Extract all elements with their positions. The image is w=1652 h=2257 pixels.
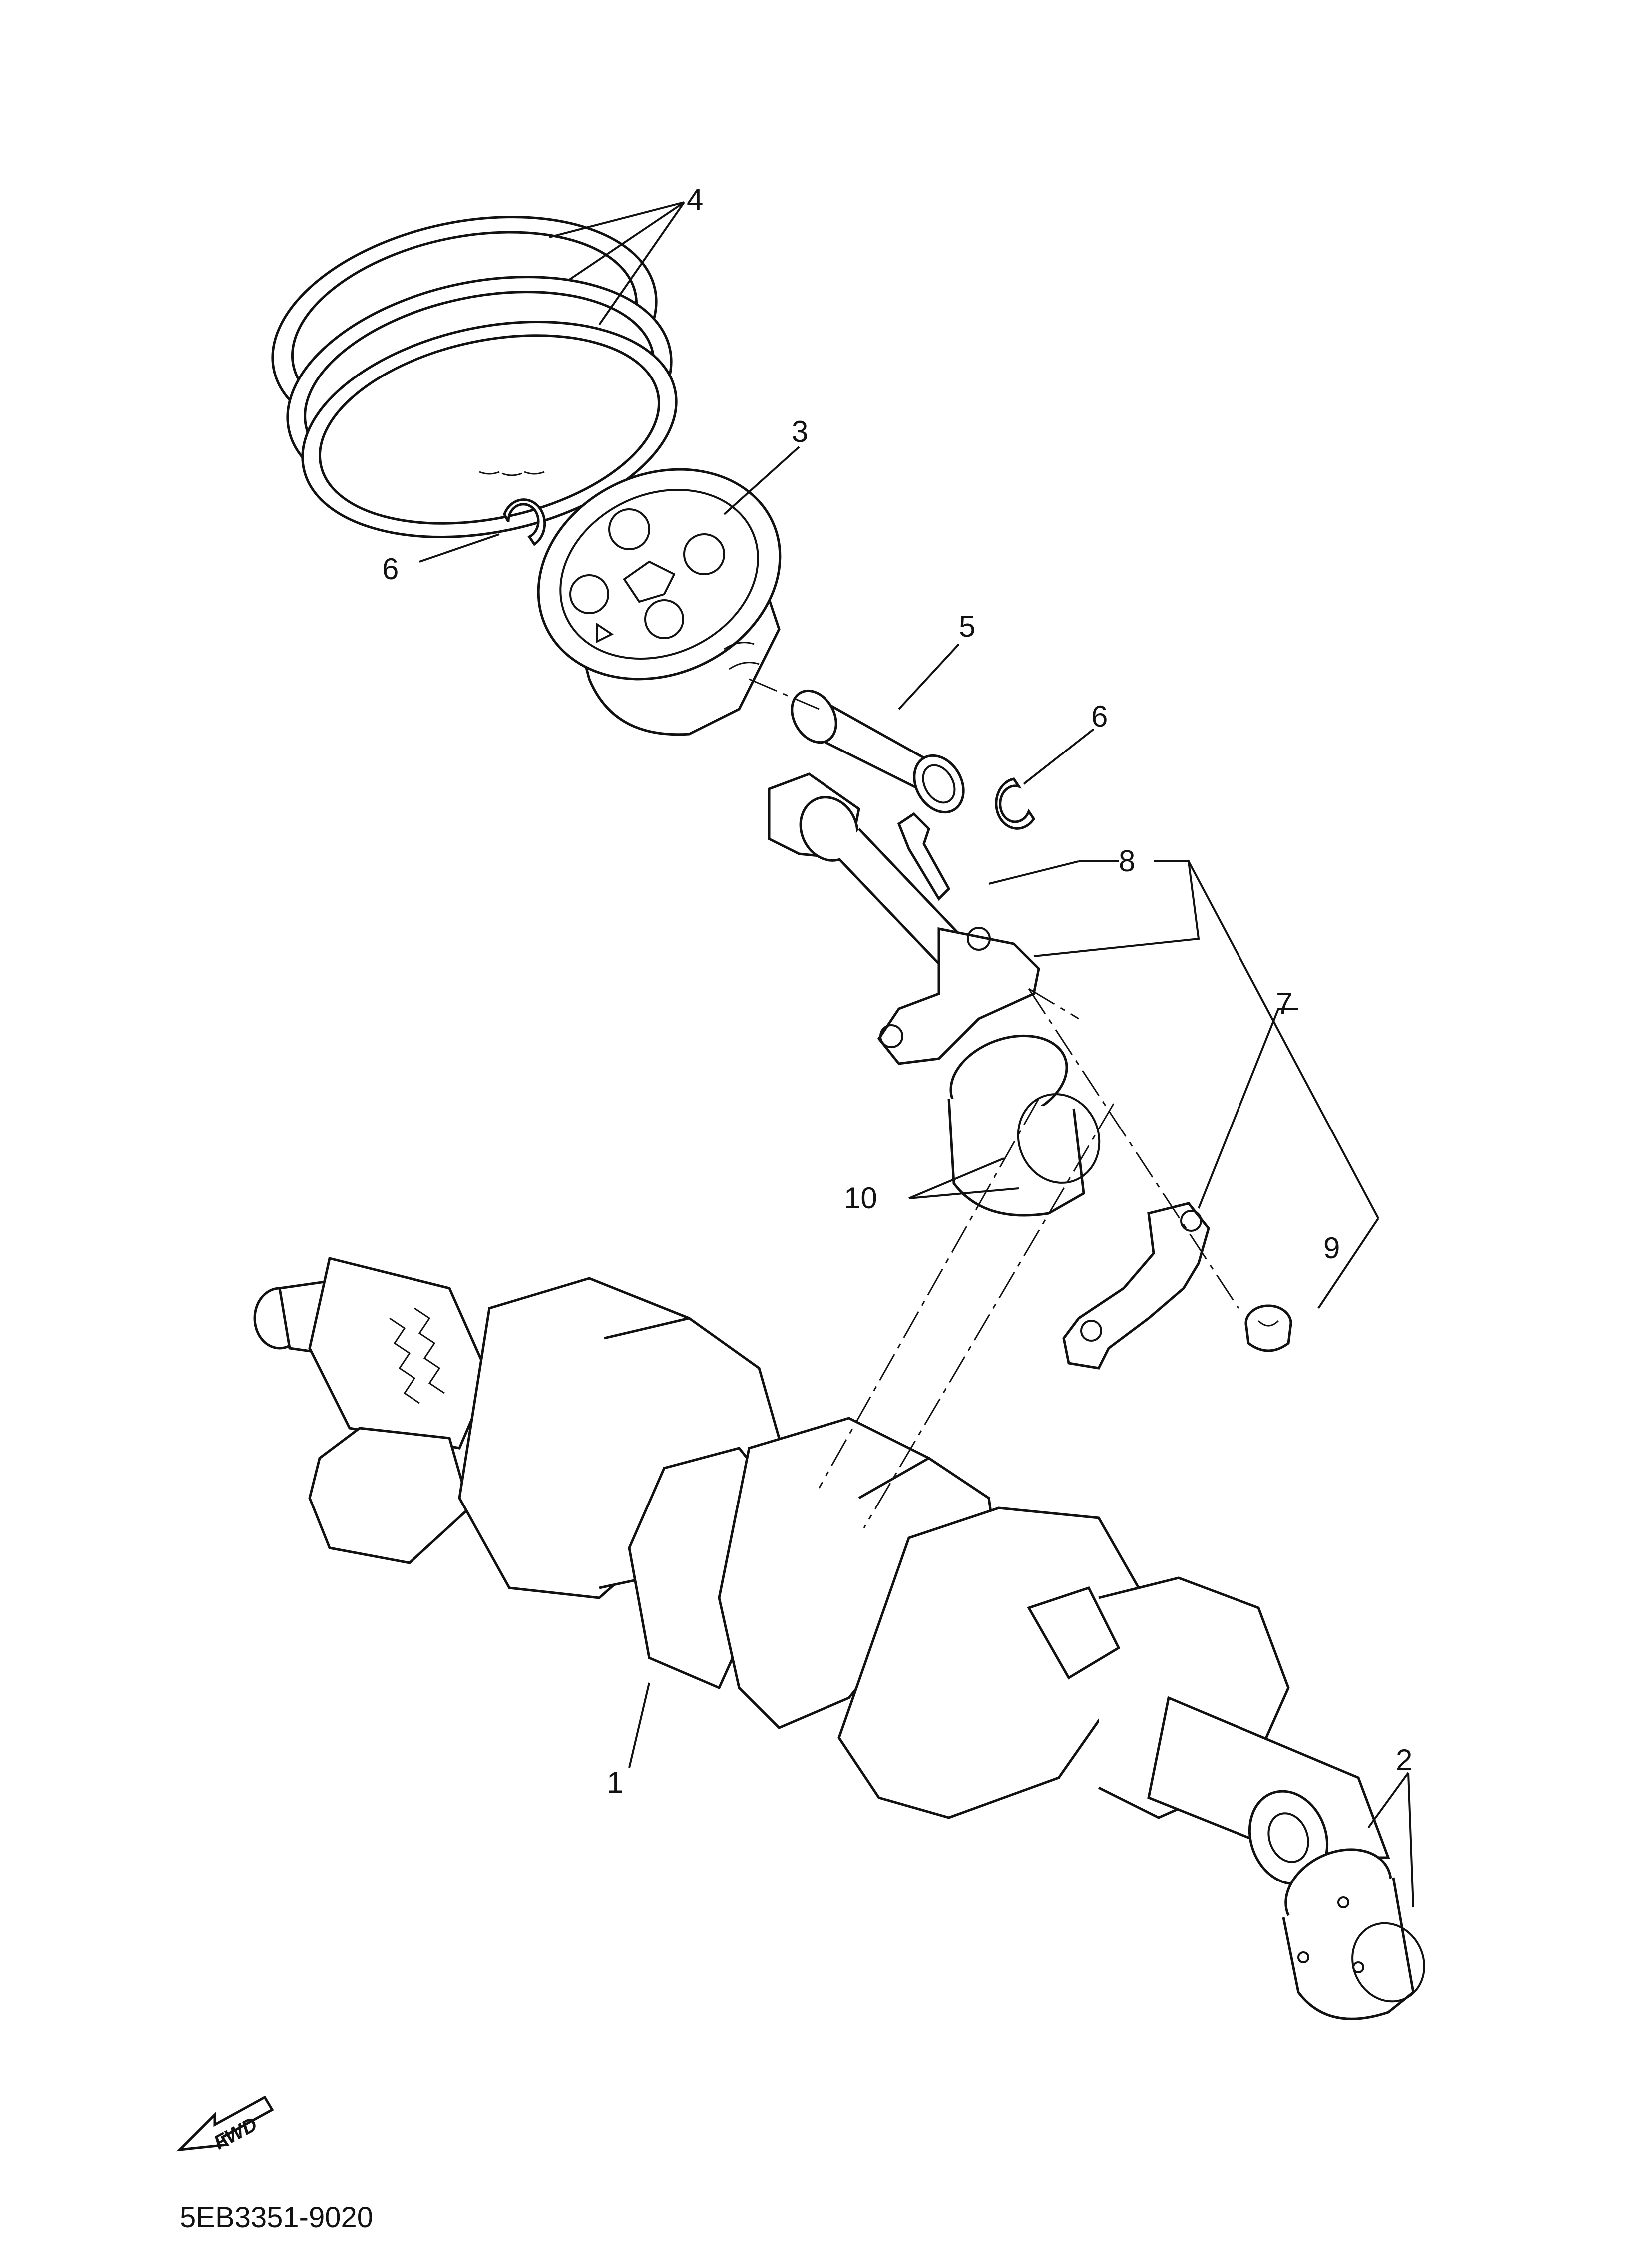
diagram-code: 5EB3351-9020: [180, 2201, 373, 2234]
label-part-8: 8: [1119, 844, 1135, 878]
assembly-center-lines: [749, 678, 1239, 1528]
label-part-7: 7: [1276, 987, 1292, 1020]
label-part-1: 1: [607, 1766, 623, 1799]
conrod-bearing: [947, 1034, 1101, 1217]
main-bearing: [1282, 1848, 1425, 2020]
piston-pin: [791, 689, 965, 814]
leader-lines: [419, 201, 1414, 1908]
label-part-4: 4: [687, 183, 703, 216]
label-part-9: 9: [1323, 1231, 1340, 1265]
piston: [537, 468, 782, 736]
crankshaft: [253, 1256, 1390, 1885]
circlip-right: [995, 777, 1035, 830]
label-part-3: 3: [792, 415, 808, 448]
label-part-2: 2: [1396, 1743, 1412, 1777]
label-part-6-right: 6: [1091, 700, 1108, 733]
piston-rings: [271, 216, 678, 539]
connecting-rod-cap: [1062, 1202, 1210, 1370]
connecting-rod: [768, 772, 1040, 1065]
rod-nut: [1244, 1304, 1292, 1352]
label-part-5: 5: [959, 610, 975, 643]
circlip-left: [503, 498, 546, 546]
label-part-10: 10: [844, 1181, 877, 1215]
forward-arrow-icon: FWD: [176, 2095, 274, 2154]
label-part-6-left: 6: [382, 552, 399, 586]
